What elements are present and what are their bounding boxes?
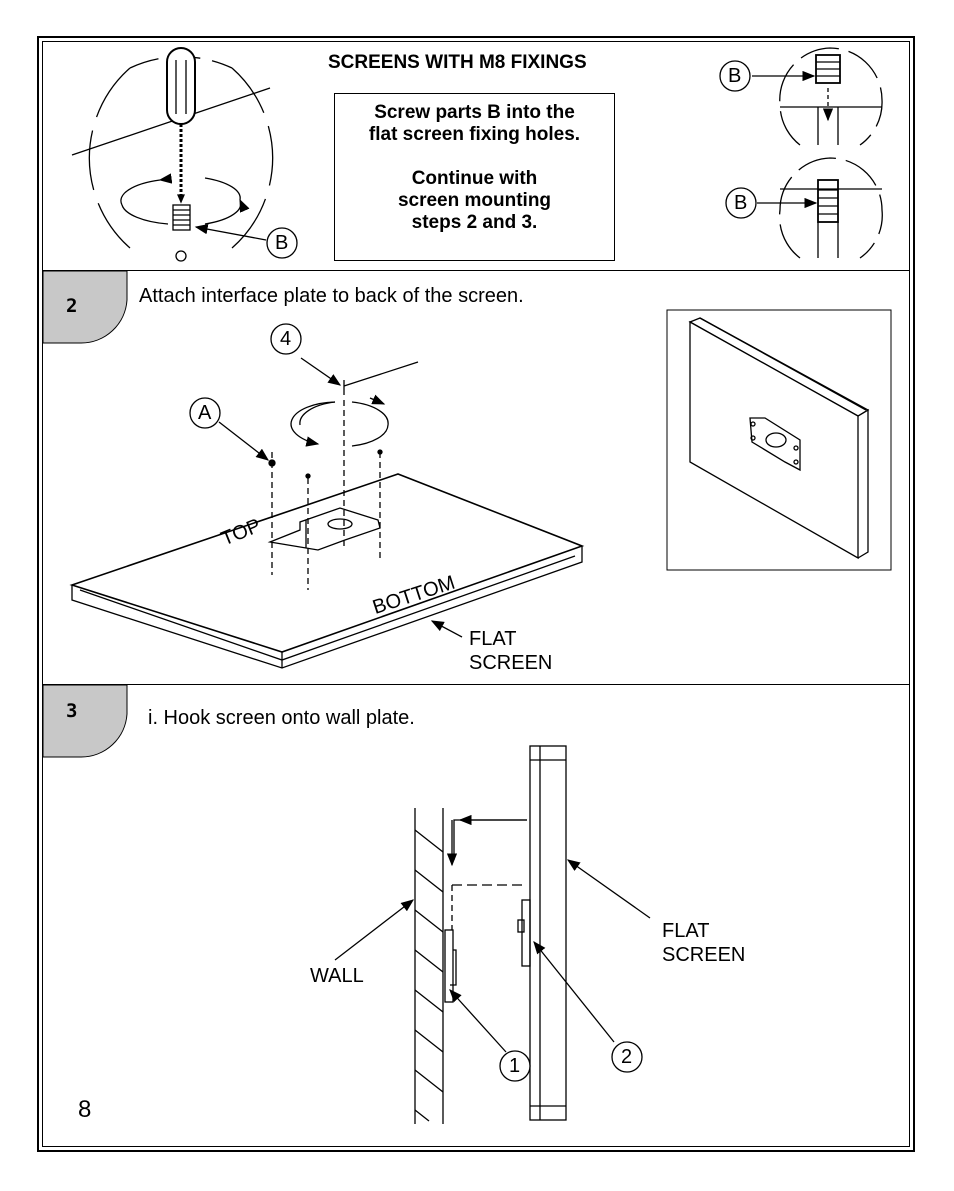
fixing-detail-bottom [725, 157, 883, 259]
wall-mount-side-view [334, 745, 651, 1124]
note-line: flat screen fixing holes. [368, 124, 581, 145]
note-line: screen mounting [397, 190, 552, 211]
callout-1: 1 [509, 1055, 521, 1077]
page-number: 8 [78, 1096, 92, 1123]
page-title: SCREENS WITH M8 FIXINGS [328, 52, 587, 73]
callout-a: A [198, 402, 212, 424]
note-line: Screw parts B into the [374, 102, 575, 123]
screwdriver-detail [71, 47, 298, 262]
callout-b-screwdriver: B [275, 232, 289, 254]
label-flat-side: FLAT [662, 920, 710, 942]
step-2-tab [42, 270, 128, 344]
step-3-tab [42, 684, 128, 758]
note-line: Continue with [411, 168, 538, 189]
note-line: steps 2 and 3. [411, 212, 538, 233]
step-3-number: 3 [66, 700, 79, 722]
instruction-note-box: Screw parts B into the flat screen fixin… [334, 93, 615, 261]
section-divider-1 [42, 270, 910, 271]
fixing-detail-top [719, 47, 883, 146]
inset-screen-view [666, 309, 892, 571]
page-frame-inner [42, 41, 910, 1147]
section-divider-2 [42, 684, 910, 685]
flat-screen-isometric [69, 323, 585, 669]
callout-4: 4 [280, 328, 292, 350]
label-screen: SCREEN [469, 652, 553, 674]
label-flat: FLAT [469, 628, 517, 650]
step-2-number: 2 [66, 295, 79, 317]
step-3-instruction: i. Hook screen onto wall plate. [148, 707, 415, 729]
callout-b-bottom-detail: B [734, 192, 748, 214]
label-screen-side: SCREEN [662, 944, 746, 966]
step-2-instruction: Attach interface plate to back of the sc… [139, 285, 524, 307]
callout-2: 2 [621, 1046, 633, 1068]
page-frame-outer [37, 36, 915, 1152]
callout-b-top-detail: B [728, 65, 742, 87]
note-line [335, 146, 614, 168]
label-wall: WALL [310, 965, 364, 987]
